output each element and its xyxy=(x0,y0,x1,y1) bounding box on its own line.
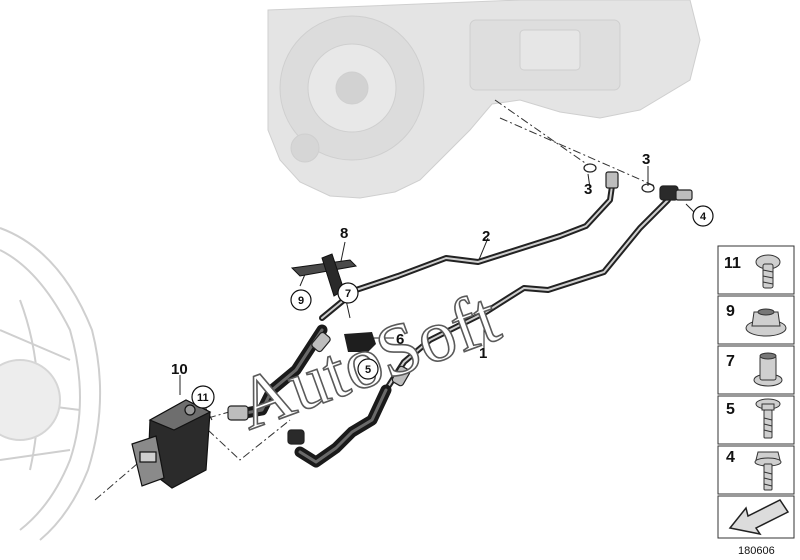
screw-icon xyxy=(755,254,781,289)
diagram-reference-number: 180606 xyxy=(738,545,775,557)
svg-text:11: 11 xyxy=(197,392,209,404)
small-parts-panel: 11 9 7 xyxy=(717,245,795,539)
callout-2: 2 xyxy=(482,228,490,245)
svg-text:5: 5 xyxy=(365,364,371,376)
flange-bolt-icon xyxy=(755,398,781,439)
flange-nut-icon xyxy=(745,308,787,337)
svg-text:9: 9 xyxy=(726,303,735,320)
svg-text:3: 3 xyxy=(584,181,592,198)
panel-cell-hex-bolt: 4 xyxy=(717,445,795,495)
svg-text:5: 5 xyxy=(726,401,735,418)
hex-bolt-icon xyxy=(754,451,782,491)
panel-cell-collar-nut: 7 xyxy=(717,345,795,395)
svg-text:4: 4 xyxy=(700,211,707,223)
svg-text:11: 11 xyxy=(724,255,741,272)
oil-cooler-pipes xyxy=(234,183,671,468)
svg-text:7: 7 xyxy=(726,353,735,370)
svg-text:7: 7 xyxy=(345,288,351,300)
direction-arrow-icon xyxy=(728,499,790,536)
callout-6: 6 xyxy=(396,331,404,348)
panel-cell-flange-nut: 9 xyxy=(717,295,795,345)
callout-8: 8 xyxy=(340,225,348,242)
callout-9: 9 xyxy=(290,289,312,311)
svg-text:10: 10 xyxy=(171,361,188,378)
transmission-background xyxy=(267,0,701,199)
callout-4: 4 xyxy=(692,205,714,227)
callout-3-b: 3 xyxy=(642,151,650,168)
svg-text:4: 4 xyxy=(726,449,735,466)
callout-5: 5 xyxy=(357,358,379,380)
svg-text:9: 9 xyxy=(298,295,304,307)
collar-nut-icon xyxy=(753,352,783,387)
svg-text:6: 6 xyxy=(396,331,404,348)
pipe-fittings xyxy=(227,163,693,445)
svg-text:2: 2 xyxy=(482,228,490,245)
panel-cell-arrow xyxy=(717,495,795,539)
svg-text:3: 3 xyxy=(642,151,650,168)
bracket-8 xyxy=(290,253,358,297)
svg-text:1: 1 xyxy=(479,345,487,362)
callout-1: 1 xyxy=(479,345,487,362)
callout-3-a: 3 xyxy=(584,181,592,198)
panel-cell-screw: 11 xyxy=(717,245,795,295)
callout-10: 10 xyxy=(171,361,188,378)
callout-11: 11 xyxy=(191,385,215,409)
oil-cooler-10 xyxy=(131,399,212,489)
panel-cell-flange-bolt: 5 xyxy=(717,395,795,445)
clip-6 xyxy=(344,332,376,352)
svg-text:8: 8 xyxy=(340,225,348,242)
callout-7: 7 xyxy=(337,282,359,304)
fan-shroud-background xyxy=(0,227,102,541)
